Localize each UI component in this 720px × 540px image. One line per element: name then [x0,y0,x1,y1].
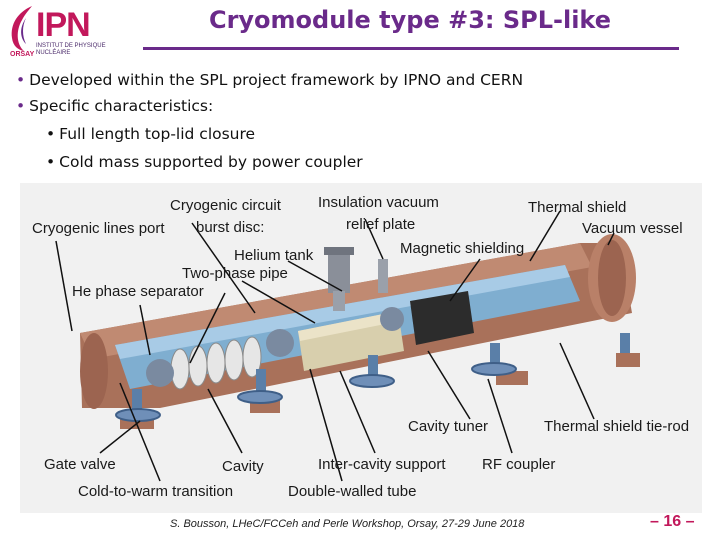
label-relief-plate: relief plate [346,216,416,233]
label-vacuum-vessel: Vacuum vessel [582,220,683,237]
bullet-marker: • [46,153,56,171]
logo-name: IPN [36,6,91,44]
bullet-marker: • [16,97,26,115]
page-number: – 16 – [650,513,695,530]
sub-bullet-2: •Cold mass supported by power coupler [46,153,363,171]
label-thermal-shield: Thermal shield [528,199,627,216]
footer-citation: S. Bousson, LHeC/FCCeh and Perle Worksho… [170,518,525,530]
bullet-marker: • [46,125,56,143]
label-burst-disc: burst disc: [196,219,265,236]
bullet-text: Full length top-lid closure [59,125,256,143]
sub-bullet-1: •Full length top-lid closure [46,125,255,143]
label-cryogenic-circuit: Cryogenic circuit [170,197,281,214]
bullet-1: •Developed within the SPL project framew… [16,71,523,89]
label-cryogenic-lines-port: Cryogenic lines port [32,220,165,237]
label-magnetic-shielding: Magnetic shielding [400,240,525,257]
label-cavity: Cavity [222,458,264,475]
bullet-text: Cold mass supported by power coupler [59,153,363,171]
label-he-phase-separator: He phase separator [72,283,204,300]
cryomodule-illustration [20,183,702,513]
label-cold-to-warm-transition: Cold-to-warm transition [78,483,234,500]
slide-title: Cryomodule type #3: SPL-like [208,6,612,34]
bullet-marker: • [16,71,26,89]
bullet-text: Developed within the SPL project framewo… [29,71,524,89]
label-thermal-shield-tie-rod: Thermal shield tie-rod [544,418,690,435]
bullet-2: •Specific characteristics: [16,97,213,115]
logo-mark-icon [11,6,32,51]
label-cavity-tuner: Cavity tuner [408,418,489,435]
label-inter-cavity-support: Inter-cavity support [318,456,446,473]
label-double-walled-tube: Double-walled tube [288,483,417,500]
ipn-logo: IPN INSTITUT DE PHYSIQUE NUCLÉAIRE ORSAY [4,2,134,64]
label-insulation-vacuum: Insulation vacuum [318,194,439,211]
title-underline [143,47,679,50]
logo-subtitle: INSTITUT DE PHYSIQUE NUCLÉAIRE [36,43,106,56]
label-helium-tank: Helium tank [234,247,314,264]
cryomodule-diagram: Cryogenic circuit burst disc: Cryogenic … [20,183,702,513]
label-two-phase-pipe: Two-phase pipe [182,265,288,282]
label-gate-valve: Gate valve [44,456,116,473]
bullet-text: Specific characteristics: [29,97,214,115]
logo-city: ORSAY [10,51,35,58]
label-rf-coupler: RF coupler [482,456,556,473]
